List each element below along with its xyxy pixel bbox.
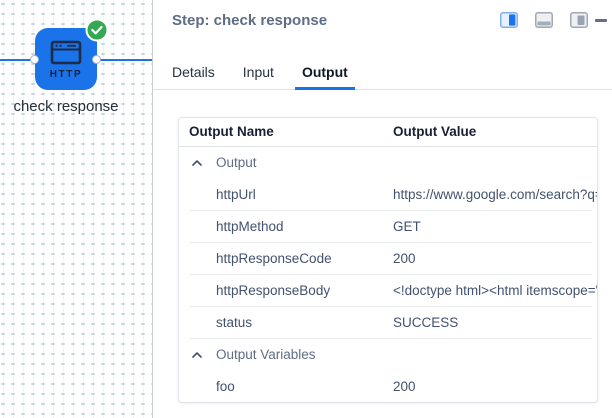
node-label: check response (13, 98, 119, 115)
output-value: 200 (393, 379, 416, 394)
http-task-node[interactable]: HTTP (35, 28, 97, 90)
panel-divider (152, 0, 153, 418)
output-value: https://www.google.com/search?q= (393, 187, 597, 202)
column-header-output-value: Output Value (393, 124, 477, 139)
step-panel-tabs: Details Input Output (153, 55, 612, 90)
output-group-row[interactable]: Output Variables (179, 339, 597, 371)
column-header-output-name: Output Name (189, 124, 274, 139)
output-value: <!doctype html><html itemscope=" (393, 283, 597, 298)
output-name: status (216, 315, 253, 330)
output-group-row[interactable]: Output (179, 147, 597, 179)
output-row: foo 200 (179, 371, 597, 402)
http-browser-icon: HTTP (45, 37, 87, 81)
output-value: GET (393, 219, 421, 234)
overlay-panel-icon[interactable] (570, 12, 588, 28)
output-table-header: Output Name Output Value (179, 118, 597, 147)
output-row: httpResponseCode 200 (179, 243, 597, 275)
output-name: httpMethod (216, 219, 284, 234)
node-input-port[interactable] (30, 55, 39, 64)
output-value: 200 (393, 251, 416, 266)
output-row: httpUrl https://www.google.com/search?q= (179, 179, 597, 211)
node-type-label: HTTP (50, 69, 83, 80)
bottom-panel-icon[interactable] (535, 12, 553, 28)
step-panel: Step: check response Details Input Outpu… (153, 0, 612, 418)
step-panel-title: Step: check response (172, 12, 328, 29)
output-table-body: Output httpUrl https://www.google.com/sear… (179, 147, 597, 402)
output-name: foo (216, 379, 235, 394)
output-value: SUCCESS (393, 315, 459, 330)
output-name: httpResponseCode (216, 251, 332, 266)
output-row: status SUCCESS (179, 307, 597, 339)
tab-details[interactable]: Details (172, 64, 215, 80)
workflow-canvas[interactable]: HTTP check response (0, 0, 152, 418)
chevron-up-icon[interactable] (192, 160, 202, 166)
output-row: httpMethod GET (179, 211, 597, 243)
tab-output[interactable]: Output (294, 55, 355, 90)
output-name: httpUrl (216, 187, 256, 202)
split-view-icon[interactable] (500, 12, 518, 28)
output-row: httpResponseBody <!doctype html><html ite… (179, 275, 597, 307)
group-label: Output Variables (216, 347, 316, 362)
chevron-up-icon[interactable] (192, 352, 202, 358)
success-check-badge-icon (85, 18, 109, 42)
node-output-port[interactable] (92, 55, 101, 64)
minimize-icon[interactable] (595, 19, 607, 22)
group-label: Output (216, 155, 257, 170)
output-name: httpResponseBody (216, 283, 331, 298)
tab-input[interactable]: Input (242, 64, 274, 80)
